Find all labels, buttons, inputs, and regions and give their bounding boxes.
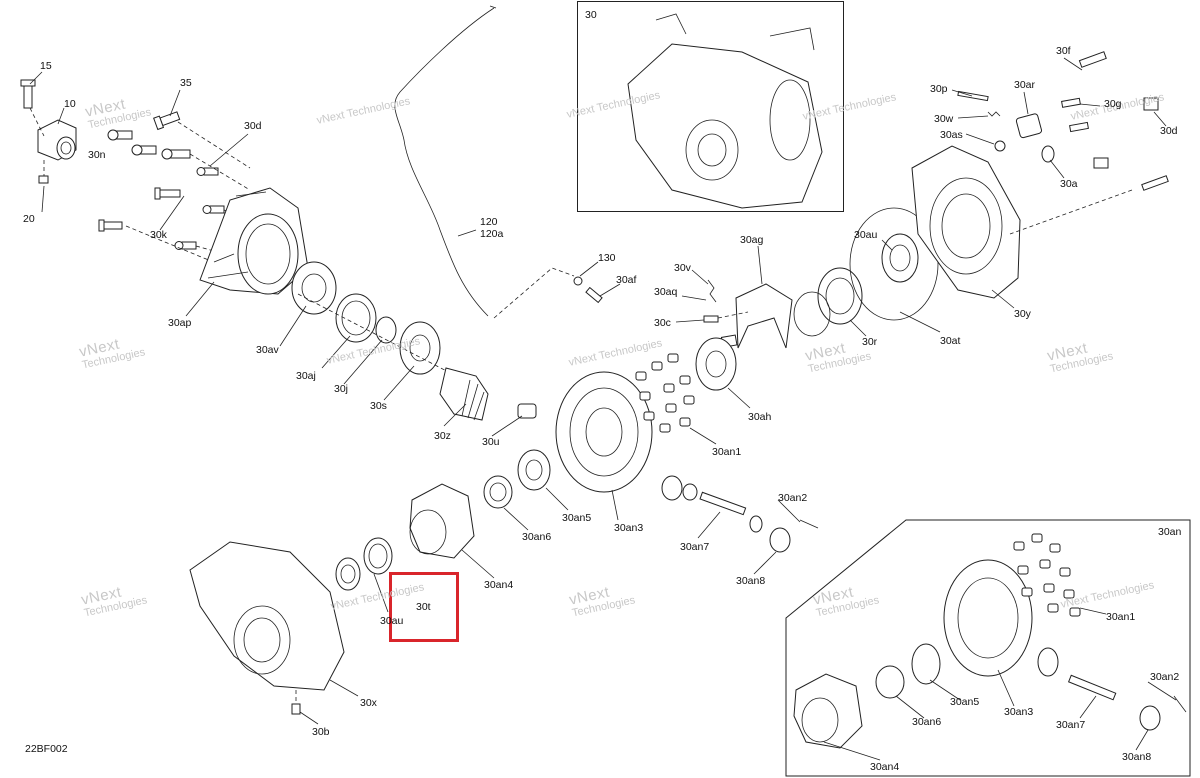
bearing-chain [291,261,461,379]
callout-label[interactable]: 30x [360,697,377,709]
callout-label[interactable]: 30f [1056,45,1071,57]
actuator-parts [957,51,1169,235]
callout-label[interactable]: 30r [862,336,878,348]
callout-label[interactable]: 30z [434,430,451,442]
right-housing [911,145,1021,299]
callout-label[interactable]: 30n [88,149,106,161]
callout-label[interactable]: 30c [654,317,671,329]
callout-label[interactable]: 30j [334,383,349,395]
fitting-30af [573,276,603,304]
callout-label[interactable]: 30b [312,726,330,738]
leader-lines [29,57,1167,725]
side-gears [483,449,551,509]
callout-label[interactable]: 30w [934,113,954,125]
inset-bottom-artwork [793,533,1187,761]
ring-gear [555,371,653,493]
pinion-mate [661,475,819,553]
callout-label[interactable]: 30u [482,436,500,448]
inset-callout-label[interactable]: 30an2 [1150,671,1180,683]
callout-label[interactable]: 30an6 [522,531,552,543]
inset-callout-label[interactable]: 30an1 [1106,611,1136,623]
callout-label[interactable]: 10 [64,98,76,110]
callout-label[interactable]: 30a [1060,178,1078,190]
callout-label[interactable]: 15 [40,60,52,72]
coupling-assembly [20,79,77,184]
inset-top-label: 30 [585,9,597,21]
callout-label[interactable]: 30an1 [712,446,742,458]
inset-callout-label[interactable]: 30an8 [1122,751,1152,763]
callout-label[interactable]: 30d [244,120,262,132]
callout-label[interactable]: 30aq [654,286,678,298]
callout-label[interactable]: 30aj [296,370,316,382]
left-housing [189,541,345,715]
inset-callout-label[interactable]: 30an5 [950,696,980,708]
callout-label[interactable]: 30an8 [736,575,766,587]
callout-label[interactable]: 30y [1014,308,1031,320]
callout-label[interactable]: 30au [854,229,878,241]
inset-assembled-unit [577,1,844,212]
callout-label[interactable]: 120a [480,228,504,240]
mounting-bolts [98,111,251,269]
callout-label[interactable]: 30an5 [562,512,592,524]
callout-label-30t[interactable]: 30t [416,601,431,613]
callout-label[interactable]: 30s [370,400,387,412]
highlight-box-30t[interactable] [389,572,459,642]
pin-set-30an1 [635,353,695,433]
housing-cover [199,187,309,295]
callout-label[interactable]: 30ag [740,234,764,246]
callout-label[interactable]: 120 [480,216,498,228]
drawing-code: 22BF002 [25,743,68,755]
callout-label[interactable]: 30au [380,615,404,627]
callout-label[interactable]: 30k [150,229,167,241]
inset-callout-label[interactable]: 30an3 [1004,706,1034,718]
callout-label[interactable]: 20 [23,213,35,225]
callout-label[interactable]: 30an7 [680,541,710,553]
cover-30ah [695,337,737,391]
callout-label[interactable]: 35 [180,77,192,89]
pinion-gear [439,367,537,421]
callout-label[interactable]: 30af [616,274,637,286]
washers [335,537,393,591]
callout-label[interactable]: 130 [598,252,616,264]
inset-top-artwork [627,13,823,209]
callout-label[interactable]: 30p [930,83,948,95]
callout-label[interactable]: 30ah [748,411,772,423]
inset-callout-label[interactable]: 30an6 [912,716,942,728]
callout-label[interactable]: 30v [674,262,691,274]
inset-bottom-label: 30an [1158,526,1182,538]
callout-label[interactable]: 30an4 [484,579,514,591]
callout-label[interactable]: 30ap [168,317,192,329]
inset-callout-label[interactable]: 30an7 [1056,719,1086,731]
callout-label[interactable]: 30at [940,335,961,347]
callout-label[interactable]: 30as [940,129,963,141]
diff-case [409,483,475,559]
callout-label[interactable]: 30an3 [614,522,644,534]
callout-label[interactable]: 30d [1160,125,1178,137]
callout-label[interactable]: 30av [256,344,279,356]
callout-label[interactable]: 30an2 [778,492,808,504]
right-seals [793,207,939,337]
breather-hose [394,7,495,317]
callout-label[interactable]: 30ar [1014,79,1036,91]
callout-label[interactable]: 30g [1104,98,1122,110]
inset-callout-label[interactable]: 30an4 [870,761,900,773]
